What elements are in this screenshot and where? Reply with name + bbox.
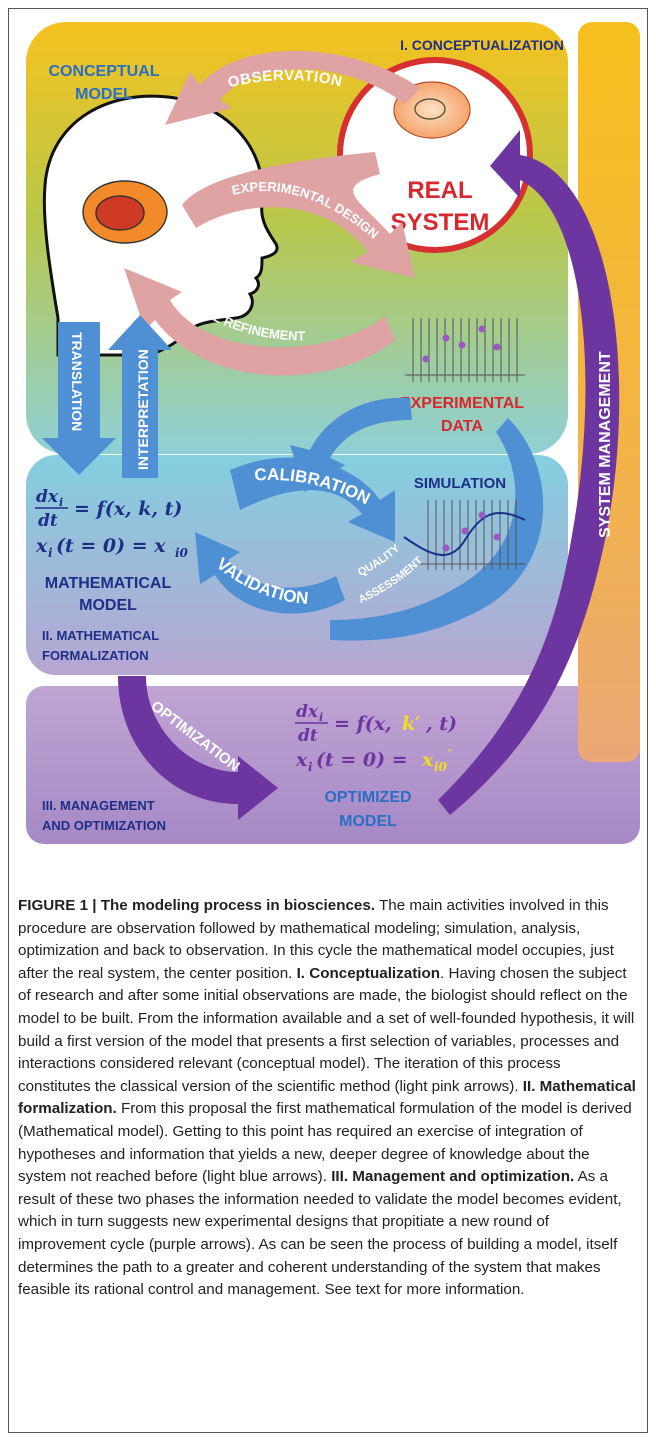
opt-eq1-rhs-b: , t) (425, 713, 457, 735)
model-refinement-arrow (124, 268, 395, 376)
math-eq1-rhs: = f(x, k, t) (74, 498, 182, 520)
experimental-data-label-1: EXPERIMENTAL (400, 395, 524, 412)
optimized-model-label-2: MODEL (339, 813, 397, 830)
math-eq1-den: dt (38, 511, 58, 531)
math-eq2-x: x (35, 535, 48, 557)
opt-eq2-x: x (295, 749, 308, 771)
real-system-circle (337, 57, 533, 253)
validation-arrow (195, 532, 345, 614)
optimization-panel (26, 686, 640, 844)
experimental-design-arrow (182, 152, 415, 278)
simulation-plot-icon (403, 500, 526, 570)
optimization-arrow (118, 676, 278, 820)
simulation-label: SIMULATION (414, 475, 506, 492)
calibration-arrow (230, 457, 395, 542)
opt-eq2-x0: x (421, 749, 434, 771)
real-system-label-2: SYSTEM (391, 209, 490, 236)
caption-text-2: From this proposal the first mathematica… (18, 1100, 632, 1186)
system-management-label: SYSTEM MANAGEMENT (597, 351, 614, 538)
caption-intro: The main activities involved in this pro… (18, 897, 614, 982)
opt-eq1-num-sub: i (319, 711, 323, 724)
caption-heading-3: III. Management and optimization. (331, 1168, 575, 1186)
math-eq1-num: dx (36, 487, 59, 507)
section-title-conceptualization: I. CONCEPTUALIZATION (400, 37, 564, 53)
mathematical-model-label-1: MATHEMATICAL (45, 575, 172, 592)
experimental-data-label-2: DATA (441, 418, 484, 435)
math-eq2-sub2: i0 (175, 546, 189, 560)
caption-text-1: . Having chosen the subject of research … (18, 964, 635, 1095)
mathematical-model-label-2: MODEL (79, 597, 137, 614)
optimized-model-equations: dx i dt = f(x, k′ , t) x i (t = 0) = x i… (295, 702, 457, 774)
math-eq2-rest: (t = 0) = x (56, 535, 166, 557)
opt-eq1-num: dx (296, 702, 319, 722)
opt-eq1-k-prime: k′ (402, 713, 420, 735)
system-management-arrow (438, 130, 620, 815)
opt-eq2-sub2: i0 (434, 760, 448, 774)
opt-eq2-prime: ′ (448, 746, 452, 764)
opt-eq1-den: dt (298, 726, 318, 746)
caption-heading-1: I. Conceptualization (296, 964, 441, 982)
opt-eq2-sub: i (308, 760, 313, 774)
optimized-model-label-1: OPTIMIZED (324, 789, 411, 806)
mathematical-model-equations: dx i dt = f(x, k, t) x i (t = 0) = x i0 (35, 487, 189, 560)
observation-arrow (165, 50, 420, 125)
figure-caption: FIGURE 1 | The modeling process in biosc… (18, 895, 636, 1302)
opt-eq2-rest: (t = 0) = (316, 749, 408, 771)
section-title-management-1: III. MANAGEMENT (42, 798, 155, 813)
math-eq1-num-sub: i (59, 496, 63, 509)
caption-figure-label: FIGURE 1 | The modeling process in biosc… (18, 897, 376, 914)
quality-assessment-arrow (330, 418, 544, 641)
cell-outer-icon (393, 81, 471, 139)
caption-heading-2: II. Mathematical formalization. (18, 1077, 636, 1118)
caption-text-3: As a result of these two phases the info… (18, 1168, 622, 1299)
math-eq2-sub: i (48, 546, 53, 560)
conceptual-model-label-2: MODEL (75, 86, 133, 103)
cell-nucleus-icon (414, 98, 446, 120)
section-title-management-2: AND OPTIMIZATION (42, 818, 166, 833)
brain-inner-icon (95, 195, 145, 231)
translation-arrow (42, 322, 116, 475)
opt-eq1-rhs-a: = f(x, (334, 713, 392, 735)
modeling-process-diagram: I. CONCEPTUALIZATION II. MATHEMATICAL FO… (26, 22, 640, 844)
interpretation-arrow (108, 315, 172, 478)
translation-label: TRANSLATION (69, 332, 85, 431)
conceptual-model-label-1: CONCEPTUAL (48, 63, 159, 80)
interpretation-label: INTERPRETATION (135, 349, 151, 470)
section-title-formalization-1: II. MATHEMATICAL (42, 628, 159, 643)
real-system-label-1: REAL (407, 177, 472, 204)
section-title-formalization-2: FORMALIZATION (42, 648, 149, 663)
experimental-data-plot-icon (405, 318, 525, 382)
